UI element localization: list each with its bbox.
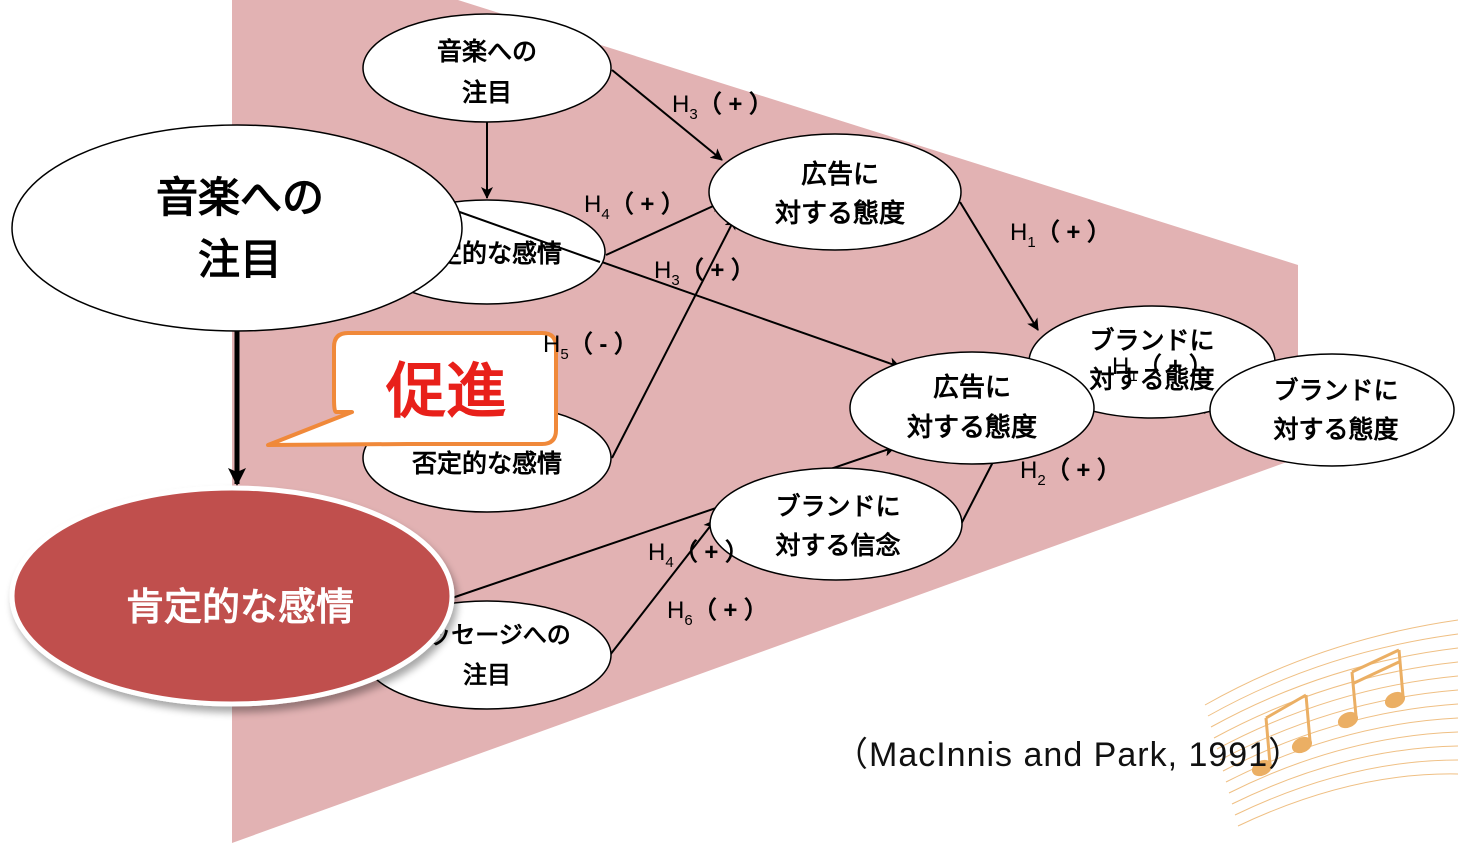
node-label-line1: 音楽への bbox=[437, 37, 537, 66]
hypothesis-h6: H6（ + ） bbox=[667, 597, 768, 629]
node-brand-attitude-back: ブランドに 対する態度 bbox=[1028, 305, 1276, 419]
node-label-line2: 注目 bbox=[462, 78, 512, 107]
hypothesis-h5: H5（ - ） bbox=[543, 331, 638, 363]
edge-brand-belief-to-brand-attitude bbox=[957, 461, 994, 531]
node-brand-belief: ブランドに 対する信念 bbox=[709, 467, 963, 581]
svg-text:H1（ + ）: H1（ + ） bbox=[1112, 353, 1213, 385]
node-label-line1: 否定的な感情 bbox=[411, 449, 562, 478]
node-ad-attitude-mid: 広告に 対する態度 bbox=[849, 351, 1095, 465]
edge-large-attention-overlay bbox=[439, 204, 601, 263]
hypothesis-h3-top: H3（ + ） bbox=[672, 91, 773, 123]
edge-message-attention-to-brand-belief bbox=[609, 519, 716, 656]
promotion-callout: 促進 bbox=[266, 331, 558, 447]
hypothesis-h1-ghost: H1（ + ） bbox=[1112, 353, 1213, 385]
hypothesis-h2: H2（ + ） bbox=[1020, 457, 1121, 489]
node-label-line2: 対する態度 bbox=[907, 412, 1037, 443]
node-label-line1: 広告に bbox=[801, 159, 879, 190]
node-label-line1: 音楽への bbox=[156, 173, 324, 222]
node-label-line1: 肯定的な感情 bbox=[126, 585, 354, 629]
node-positive-emotion-large: 肯定的な感情 bbox=[9, 485, 455, 707]
edge-negative-emotion-to-ad-attitude bbox=[611, 217, 736, 459]
node-label-line2: 対する態度 bbox=[775, 198, 905, 229]
node-music-attention-large: 音楽への 注目 bbox=[11, 124, 463, 332]
hypothesis-h3-mid: H3（ + ） bbox=[654, 257, 755, 289]
node-label-line2: 注目 bbox=[463, 661, 511, 689]
node-label-line2: 対する信念 bbox=[775, 531, 900, 560]
edge-ad-attitude-to-brand-attitude bbox=[959, 201, 1039, 331]
node-label-line1: 広告に bbox=[933, 372, 1011, 403]
node-music-attention-small: 音楽への 注目 bbox=[362, 13, 612, 123]
node-label-line2: 対する態度 bbox=[1273, 415, 1398, 444]
hypothesis-h4-top: H4（ + ） bbox=[584, 191, 685, 223]
node-label-line1: ブランドに bbox=[1089, 326, 1214, 355]
citation: （MacInnis and Park, 1991） bbox=[834, 736, 1303, 774]
node-label-line1: ブランドに bbox=[775, 492, 900, 521]
edge-music-attention-to-ad-attitude bbox=[611, 69, 723, 161]
callout-text: 促進 bbox=[385, 357, 506, 427]
node-label-line1: ブランドに bbox=[1273, 376, 1398, 405]
node-ad-attitude-top: 広告に 対する態度 bbox=[708, 133, 962, 251]
node-label-line2: 注目 bbox=[198, 235, 282, 284]
music-note-ornament bbox=[1204, 619, 1458, 827]
hypothesis-h4-bottom: H4（ + ） bbox=[648, 539, 749, 571]
node-brand-attitude: ブランドに 対する態度 bbox=[1209, 353, 1455, 467]
node-label-line2: 対する態度 bbox=[1089, 365, 1214, 394]
edge-positive-emotion-to-ad-attitude bbox=[605, 201, 723, 256]
hypothesis-labels: H3（ + ） H4（ + ） H3（ + ） H5（ - ） H1（ + ） … bbox=[543, 91, 1121, 629]
hypothesis-h1-right: H1（ + ） bbox=[1010, 219, 1111, 251]
